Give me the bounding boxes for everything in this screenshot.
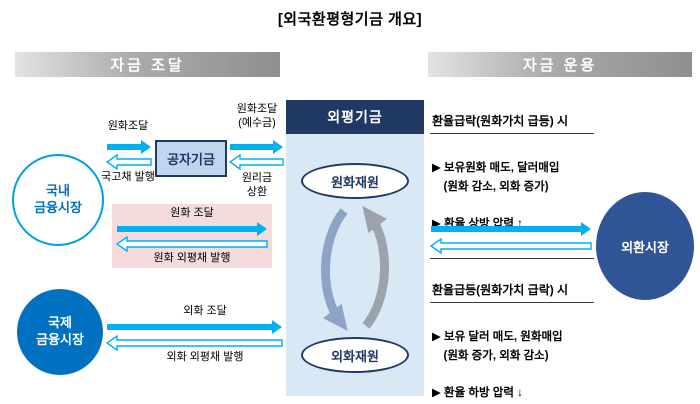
deposit-arrow: [230, 140, 283, 154]
fund-to-market-arrow: [431, 222, 591, 236]
fx-resource-oval: 외화재원: [301, 337, 409, 373]
fx-procure-arrow: [107, 320, 282, 334]
treasury-bond-label: 국고채 발행: [101, 171, 155, 183]
rate-surge-bullets: ▶ 보유 달러 매도, 원화매입 (원화 증가, 외화 감소) ▶ 환율 하방 …: [430, 302, 594, 404]
bullet-item: ▶ 보유 달러 매도, 원화매입 (원화 증가, 외화 감소): [432, 331, 563, 362]
won-procure-small-arrow: [107, 140, 151, 154]
won-bond-issue-label: 원화 외평채 발행: [153, 252, 231, 264]
fund-title-box: 외평기금: [286, 100, 424, 134]
won-procure-arrow: [117, 222, 267, 236]
won-procure-group-box: [112, 204, 272, 268]
won-procure-small-label: 원화조달: [107, 120, 149, 132]
currency-cycle-arrows-icon: [321, 206, 389, 331]
won-procure-label: 원화 조달: [170, 207, 214, 219]
bullet-item: ▶ 환율 하방 압력 ↓: [432, 386, 523, 399]
deposit-label: 원화조달 (예수금): [236, 103, 278, 129]
rate-drop-heading: 환율급락(원화가치 급등) 시: [432, 114, 569, 128]
diagram-title: [외국환평형기금 개요]: [277, 11, 423, 28]
operation-header-bar: 자금 운용: [428, 52, 692, 77]
fx-procure-label: 외화 조달: [183, 305, 227, 317]
principal-repay-arrow: [229, 154, 284, 170]
won-resource-oval: 원화재원: [301, 163, 409, 199]
domestic-market-circle: 국내 금융시장: [12, 154, 104, 246]
bullet-item: ▶ 보유원화 매도, 달러매입 (원화 감소, 외화 증가): [432, 162, 560, 193]
treasury-bond-arrow: [106, 154, 152, 170]
intl-market-circle: 국제 금융시장: [17, 289, 103, 375]
principal-repay-label: 원리금 상환: [241, 172, 273, 198]
funding-header-bar: 자금 조달: [15, 52, 280, 77]
rate-surge-heading: 환율급등(원화가치 급락) 시: [432, 283, 569, 297]
fx-market-ellipse: 외환시장: [596, 192, 694, 300]
market-to-fund-arrow: [430, 238, 592, 254]
fx-bond-issue-label: 외화 외평채 발행: [166, 351, 244, 363]
gonja-fund-box: 공자기금: [155, 140, 227, 177]
won-bond-issue-arrow: [116, 236, 268, 252]
fx-bond-issue-arrow: [106, 335, 283, 351]
